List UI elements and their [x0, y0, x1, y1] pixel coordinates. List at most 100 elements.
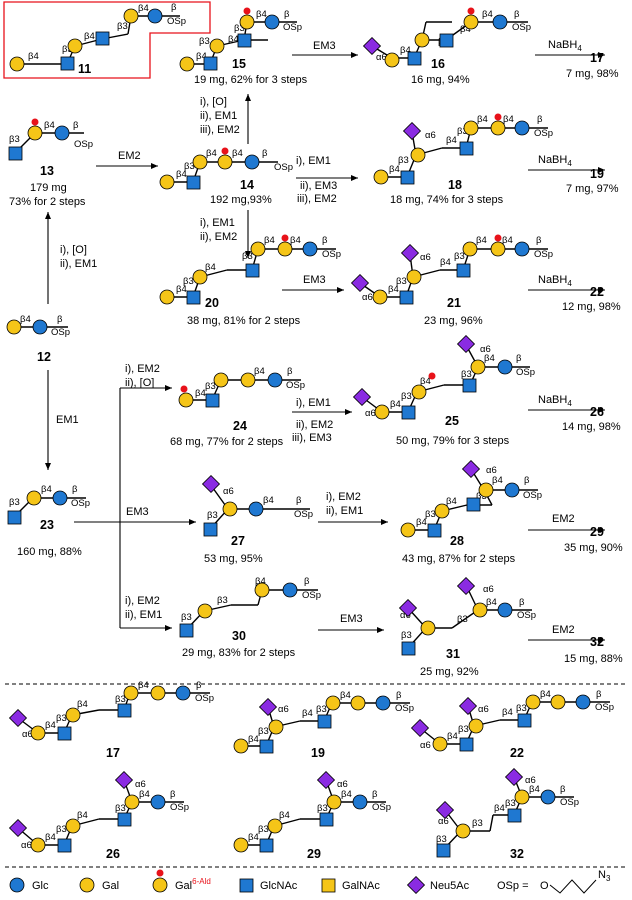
glcnac-icon: [259, 838, 274, 853]
neu5ac-icon: [350, 273, 370, 293]
compound-number: 23: [40, 518, 54, 532]
glcnac-icon: [317, 714, 332, 729]
link-label: β3: [454, 251, 465, 262]
link-label: β4: [77, 699, 88, 710]
reagent-label: EM2: [552, 513, 575, 525]
glcnac-icon: [245, 263, 260, 278]
structure-21: α6 β4 β3 α6 β4 β3 β4 β4 β OSp 21 23 mg, …: [350, 234, 553, 327]
compound-number: 29: [590, 525, 604, 539]
compound-number: 29: [307, 847, 321, 861]
link-label: β3: [56, 824, 67, 835]
neu5ac-icon: [435, 800, 455, 820]
yield-text: 25 mg, 92%: [420, 666, 479, 678]
link-label: β4: [484, 353, 495, 364]
glc-icon: [352, 794, 368, 810]
gal-icon: [267, 818, 283, 834]
neu5ac-icon: [504, 767, 524, 787]
glc-icon: [540, 789, 556, 805]
link-label: β: [262, 148, 268, 159]
link-label: β: [296, 495, 302, 506]
yield-text: 29 mg, 83% for 2 steps: [182, 647, 296, 659]
glcnac-icon: [186, 290, 201, 305]
gal-icon: [326, 794, 342, 810]
link-label: β3: [458, 724, 469, 735]
link-label: β4: [340, 690, 351, 701]
link-label: α6: [438, 816, 449, 827]
link-label: β4: [77, 810, 88, 821]
glc-icon: [492, 14, 508, 30]
link-label: α6: [135, 779, 146, 790]
link-label: β4: [263, 495, 274, 506]
glcnac-icon: [237, 33, 252, 48]
glcnac-icon: [117, 703, 132, 718]
osp-label: OSp: [294, 509, 313, 520]
reagent-label: EM3: [303, 274, 326, 286]
reagent-label: iii), EM2: [297, 193, 337, 205]
yield-text: 16 mg, 94%: [411, 74, 470, 86]
link-label: α6: [21, 840, 32, 851]
neu5ac-icon: [456, 576, 476, 596]
neu5ac-icon: [456, 334, 476, 354]
yield-text: 179 mg: [30, 182, 67, 194]
gal-icon: [197, 603, 213, 619]
reagent-label: iii), EM3: [292, 432, 332, 444]
link-label: β3: [258, 824, 269, 835]
reagent-label: i), EM1: [296, 397, 331, 409]
legend-label: Gal: [102, 880, 119, 892]
osp-label: OSp: [517, 610, 536, 621]
link-label: α6: [376, 52, 387, 63]
compound-number: 16: [431, 57, 445, 71]
link-label: β4: [139, 789, 150, 800]
glc-icon: [575, 694, 591, 710]
link-label: β: [372, 789, 378, 800]
glcnac-icon: [400, 170, 415, 185]
link-label: β3: [199, 36, 210, 47]
link-label: α6: [425, 130, 436, 141]
gal-icon: [30, 725, 46, 741]
compound-number: 15: [232, 57, 246, 71]
reagent-label: iii), EM2: [200, 124, 240, 136]
osp-label: OSp: [534, 128, 553, 139]
compound-number: 21: [447, 296, 461, 310]
glcnac-icon: [459, 737, 474, 752]
osp-label: OSp: [372, 802, 391, 813]
compound-number: 32: [590, 635, 604, 649]
reagent-label: ii), EM1: [60, 258, 97, 270]
highlight-box-11: [3, 1, 211, 79]
glcnac-icon: [259, 739, 274, 754]
aldehyde-icon: [156, 869, 164, 877]
gal-icon: [124, 794, 140, 810]
aldehyde-icon: [31, 118, 39, 126]
legend-label: O: [540, 880, 549, 892]
neu5ac-icon: [406, 875, 426, 895]
link-label: β4: [446, 135, 457, 146]
link-label: β3: [457, 614, 468, 625]
link-label: β4: [254, 366, 265, 377]
link-label: β4: [492, 475, 503, 486]
structure-28: β4 β3 β4 β3 α6 β4 β OSp 28 43 mg, 87% fo…: [400, 459, 542, 565]
link-label: β4: [447, 731, 458, 742]
link-label: β: [73, 120, 79, 131]
glc-icon: [302, 241, 318, 257]
compound-number: 18: [448, 178, 462, 192]
compound-number: 13: [40, 164, 54, 178]
yield-text: 23 mg, 96%: [424, 315, 483, 327]
gal-icon: [150, 685, 166, 701]
link-label: β4: [529, 784, 540, 795]
gal-icon: [123, 685, 139, 701]
link-label: β3: [242, 251, 253, 262]
neu5ac-icon: [410, 718, 430, 738]
glcnac-icon: [407, 51, 422, 66]
link-label: β4: [390, 399, 401, 410]
gal-icon: [462, 241, 478, 257]
glc-icon: [248, 501, 264, 517]
link-label: β: [519, 597, 525, 608]
gal-icon: [65, 818, 81, 834]
link-label: β4: [196, 51, 207, 62]
glcnac-icon: [8, 146, 23, 161]
aldehyde-icon: [428, 372, 436, 380]
glcnac-icon: [427, 523, 442, 538]
reagent-label: i), EM2: [125, 595, 160, 607]
link-label: α6: [362, 292, 373, 303]
